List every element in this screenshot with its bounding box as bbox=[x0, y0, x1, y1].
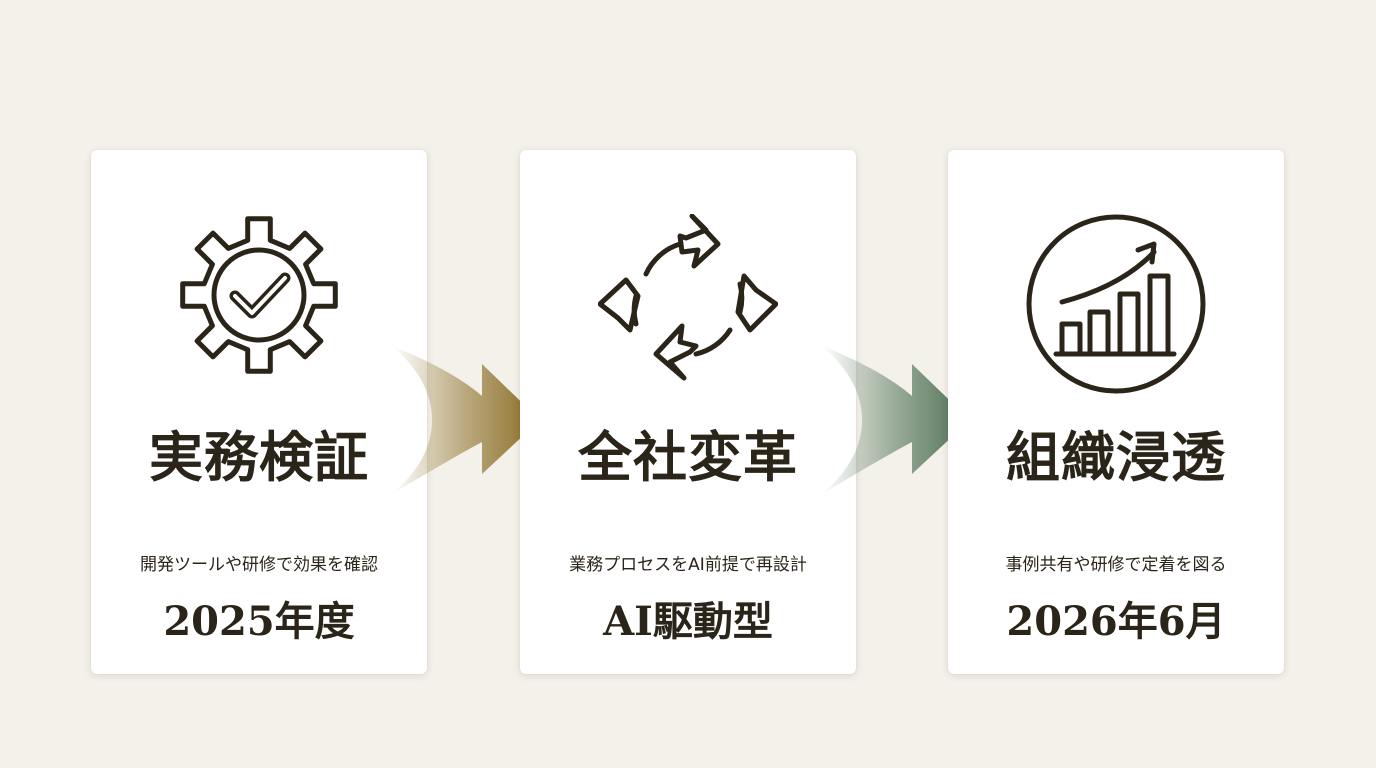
gold-arrow-icon bbox=[392, 340, 542, 500]
growth-chart-icon bbox=[1026, 214, 1206, 394]
step-title: 組織浸透 bbox=[1006, 425, 1226, 489]
step-footer: 2026年6月 bbox=[1006, 598, 1226, 645]
step-title: 全社変革 bbox=[578, 425, 798, 489]
step-footer: AI駆動型 bbox=[603, 598, 773, 645]
step-description: 業務プロセスをAI前提で再設計 bbox=[569, 555, 807, 575]
step-footer: 2025年度 bbox=[163, 598, 355, 645]
step-description: 開発ツールや研修で効果を確認 bbox=[140, 555, 378, 575]
step-card-verification: 実務検証 開発ツールや研修で効果を確認 2025年度 bbox=[91, 150, 427, 674]
green-arrow-icon bbox=[822, 340, 972, 500]
step-card-adoption: 組織浸透 事例共有や研修で定着を図る 2026年6月 bbox=[948, 150, 1284, 674]
gear-check-icon bbox=[169, 214, 349, 394]
step-title: 実務検証 bbox=[149, 425, 369, 489]
cycle-arrows-icon bbox=[598, 214, 778, 394]
step-card-transformation: 全社変革 業務プロセスをAI前提で再設計 AI駆動型 bbox=[520, 150, 856, 674]
step-description: 事例共有や研修で定着を図る bbox=[1005, 555, 1227, 575]
